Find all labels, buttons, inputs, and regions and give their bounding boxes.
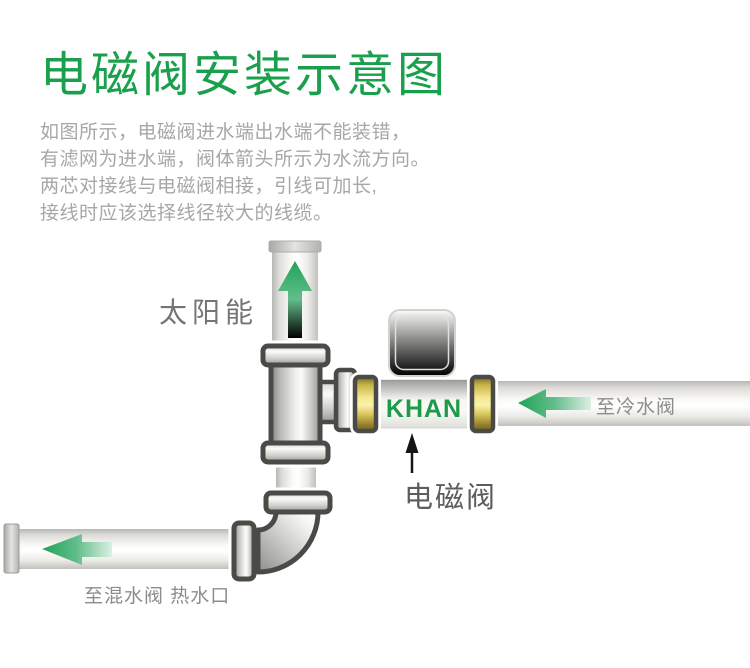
- elbow-curve: [255, 509, 321, 575]
- tee-bottom-flange: [260, 440, 331, 465]
- description-line: 有滤网为进水端，阀体箭头所示为水流方向。: [40, 149, 431, 170]
- tee-top-flange: [260, 343, 331, 368]
- solenoid-coil-box-inner-line: [394, 315, 450, 371]
- pipe-end-cap-left: [3, 523, 20, 574]
- solar-flow-up-arrow-icon: [278, 261, 312, 338]
- elbow-left-flange: [231, 520, 257, 582]
- description-text: 如图所示，电磁阀进水端出水端不能装错， 有滤网为进水端，阀体箭头所示为水流方向。…: [40, 119, 430, 227]
- brass-nut-inlet: [352, 374, 379, 434]
- elbow-top-flange: [263, 490, 333, 515]
- valve-brand-text: KHAN: [386, 395, 462, 423]
- label-solenoid-valve: 电磁阀: [404, 482, 498, 514]
- description-line: 接线时应该选择线径较大的线缆。: [40, 203, 333, 224]
- cold-water-flow-left-arrow-icon: [518, 389, 591, 418]
- brass-nut-outlet: [469, 374, 496, 434]
- description-line: 两芯对接线与电磁阀相接，引线可加长,: [40, 176, 378, 197]
- tee-fitting: [260, 343, 358, 465]
- description-line: 如图所示，电磁阀进水端出水端不能装错，: [40, 122, 411, 143]
- elbow-fitting: [231, 490, 333, 582]
- solenoid-coil-box: [388, 309, 456, 377]
- coil-box-shadow: [376, 380, 473, 400]
- solenoid-pointer-arrow-head-icon: [405, 433, 419, 453]
- hot-water-flow-left-arrow-icon: [42, 534, 112, 565]
- label-mixing-valve-hot-outlet: 至混水阀 热水口: [84, 586, 231, 607]
- label-cold-water-valve: 至冷水阀: [596, 397, 677, 418]
- page-title: 电磁阀安装示意图: [40, 49, 449, 102]
- pipe-end-cap-top: [268, 240, 322, 253]
- label-solar: 太阳能: [159, 297, 259, 328]
